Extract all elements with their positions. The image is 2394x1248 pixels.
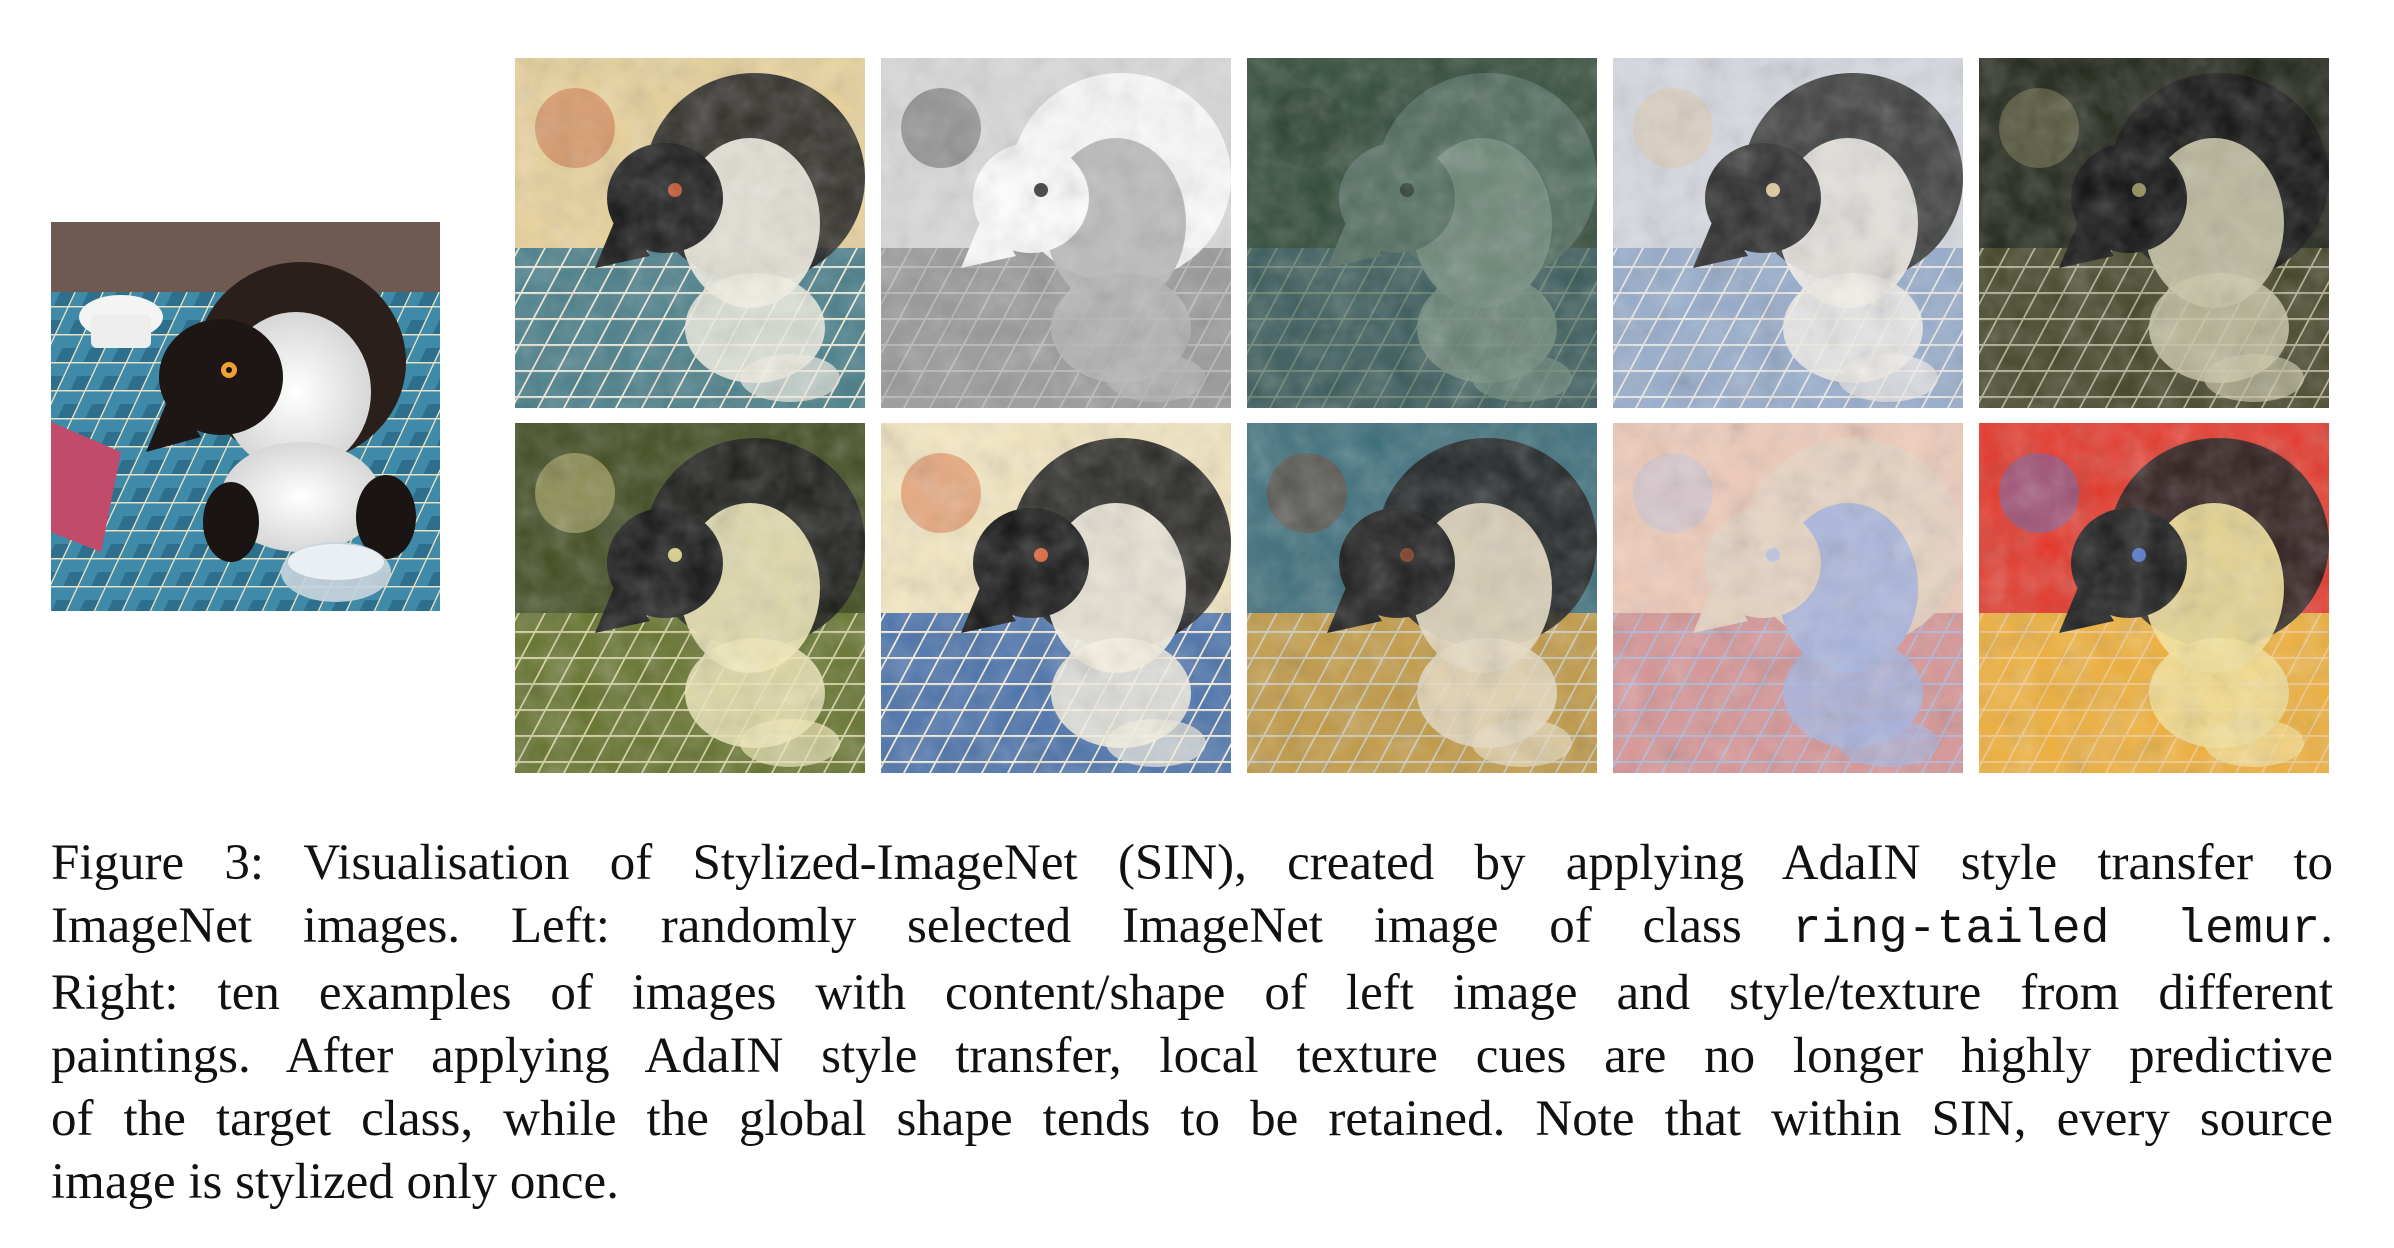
caption-line-2-end: . xyxy=(2320,898,2333,954)
source-lemur-image xyxy=(51,222,440,611)
caption-line-5: of the target class, while the global sh… xyxy=(51,1091,2333,1147)
stylized-lemur-icon xyxy=(515,423,865,773)
stylized-image-2 xyxy=(881,58,1231,408)
stylized-image-grid xyxy=(515,58,2330,773)
stylized-image-7 xyxy=(881,423,1231,773)
stylized-lemur-icon xyxy=(881,423,1231,773)
stylized-image-9 xyxy=(1613,423,1963,773)
stylized-image-6 xyxy=(515,423,865,773)
caption-line-3: Right: ten examples of images with conte… xyxy=(51,965,2333,1021)
caption-line-1: Figure 3: Visualisation of Stylized-Imag… xyxy=(51,835,2333,891)
stylized-image-3 xyxy=(1247,58,1597,408)
caption-line-6: image is stylized only once. xyxy=(51,1154,619,1210)
figure-3 xyxy=(51,58,2330,773)
stylized-lemur-icon xyxy=(1613,58,1963,408)
caption-line-2: ImageNet images. Left: randomly selected… xyxy=(51,895,2333,962)
stylized-lemur-icon xyxy=(1613,423,1963,773)
stylized-lemur-icon xyxy=(881,58,1231,408)
stylized-lemur-icon xyxy=(1247,423,1597,773)
stylized-image-10 xyxy=(1979,423,2329,773)
stylized-lemur-icon xyxy=(515,58,865,408)
stylized-image-1 xyxy=(515,58,865,408)
stylized-image-4 xyxy=(1613,58,1963,408)
lemur-photo-icon xyxy=(51,222,440,611)
class-name-code: ring-tailed lemur xyxy=(1792,903,2321,957)
stylized-lemur-icon xyxy=(1247,58,1597,408)
caption-line-2-text: ImageNet images. Left: randomly selected… xyxy=(51,898,1793,954)
stylized-image-8 xyxy=(1247,423,1597,773)
caption-line-4: paintings. After applying AdaIN style tr… xyxy=(51,1028,2333,1084)
figure-caption: Figure 3: Visualisation of Stylized-Imag… xyxy=(51,832,2333,1214)
stylized-lemur-icon xyxy=(1979,58,2329,408)
stylized-lemur-icon xyxy=(1979,423,2329,773)
stylized-image-5 xyxy=(1979,58,2329,408)
